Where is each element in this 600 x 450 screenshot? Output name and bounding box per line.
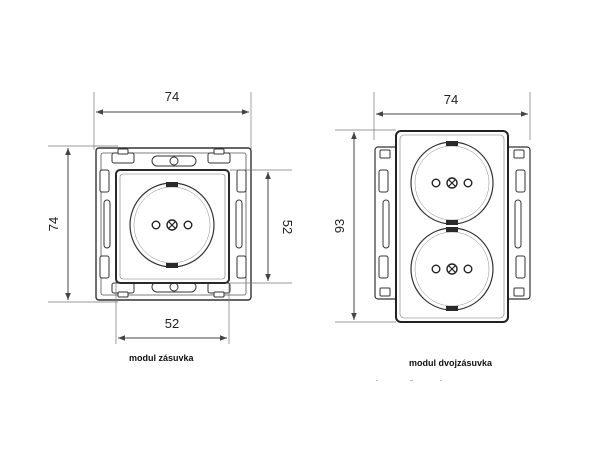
- left-width-label: 74: [165, 89, 179, 104]
- pin-hole-right: [183, 220, 193, 230]
- double-socket-module: 74 93: [332, 92, 531, 381]
- left-module-caption: modul zásuvka: [129, 353, 194, 363]
- inner-height-label: 52: [280, 220, 295, 234]
- right-height-label: 93: [332, 219, 347, 233]
- right-width-label: 74: [444, 92, 458, 107]
- inner-width-label: 52: [165, 316, 179, 331]
- frame-clips: [99, 148, 247, 298]
- left-height-label: 74: [46, 217, 61, 231]
- earth-contact-bottom: [166, 263, 178, 268]
- pin-hole-left: [151, 220, 161, 230]
- right-module-caption: modul dvojzásuvka: [409, 358, 493, 368]
- earth-contact-top: [166, 182, 178, 187]
- single-socket-module: 74 74: [46, 89, 295, 344]
